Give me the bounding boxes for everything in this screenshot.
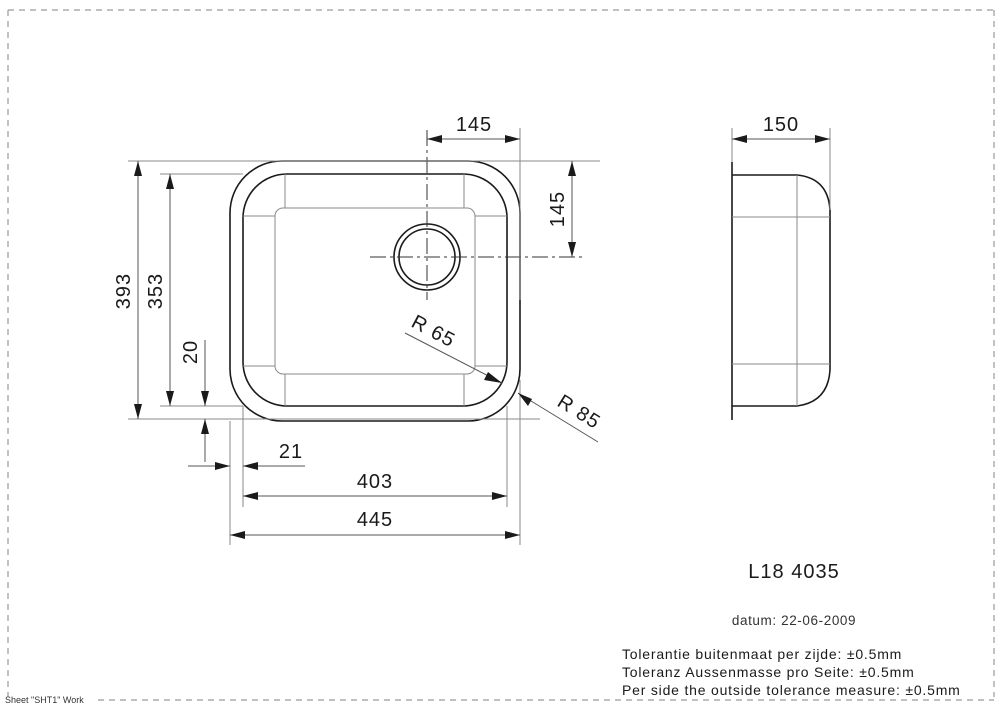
dimensions-plan: 393 353 20 21 403 445: [113, 114, 604, 545]
bowl-bottom: [274, 207, 476, 375]
dim-outer-radius: R 85: [553, 391, 604, 434]
dim-outer-width: 445: [357, 509, 393, 531]
sheet-label: Sheet "SHT1" Work: [5, 695, 84, 705]
dim-inner-radius: R 65: [408, 311, 459, 352]
plan-view: [229, 130, 582, 422]
tolerance-dutch: Tolerantie buitenmaat per zijde: ±0.5mm: [622, 646, 902, 662]
dim-drain-from-top: 145: [547, 191, 569, 227]
dim-inner-width: 403: [357, 471, 393, 493]
dim-inner-height: 353: [145, 273, 167, 309]
inner-bowl-edge: [242, 173, 508, 407]
model-number: L18 4035: [748, 561, 839, 583]
tolerance-german: Toleranz Aussenmasse pro Seite: ±0.5mm: [622, 664, 915, 680]
side-view: 150: [731, 114, 831, 420]
dim-outer-height: 393: [113, 273, 135, 309]
dim-depth: 150: [763, 114, 799, 136]
title-block: L18 4035 datum: 22-06-2009 Tolerantie bu…: [5, 561, 961, 705]
sheet-border: [7, 9, 995, 701]
date-label: datum: 22-06-2009: [732, 613, 856, 628]
dim-rim-bottom-offset: 20: [180, 340, 202, 364]
dim-drain-from-right: 145: [456, 114, 492, 136]
tolerance-english: Per side the outside tolerance measure: …: [622, 682, 961, 698]
dim-rim-side-offset: 21: [279, 441, 303, 463]
outer-rim: [229, 160, 521, 422]
side-profile: [732, 174, 831, 407]
